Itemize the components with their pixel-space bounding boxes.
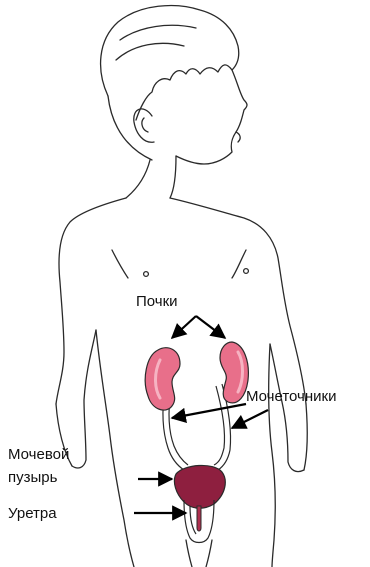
torso-right xyxy=(269,344,276,567)
left-kidney xyxy=(145,348,180,410)
arrow-kidneys-left xyxy=(172,316,196,338)
urethra xyxy=(197,506,201,531)
arrow-kidneys-right xyxy=(196,316,225,338)
right-kidney xyxy=(220,342,248,403)
bladder-label-line1: Мочевой xyxy=(8,444,69,466)
urethra-label: Уретра xyxy=(8,503,57,525)
bladder xyxy=(174,465,225,508)
arrow-ureter-left xyxy=(172,404,246,418)
arrow-ureter-right xyxy=(232,410,268,428)
torso-left xyxy=(96,330,134,567)
kidneys xyxy=(145,342,248,410)
left-arm xyxy=(56,198,126,404)
hair xyxy=(101,6,239,120)
kidneys-label: Почки xyxy=(136,291,178,313)
bladder-label-line2: пузырь xyxy=(8,467,57,489)
face xyxy=(176,70,247,164)
ureters-label: Мочеточники xyxy=(246,386,336,408)
ear xyxy=(134,109,154,142)
